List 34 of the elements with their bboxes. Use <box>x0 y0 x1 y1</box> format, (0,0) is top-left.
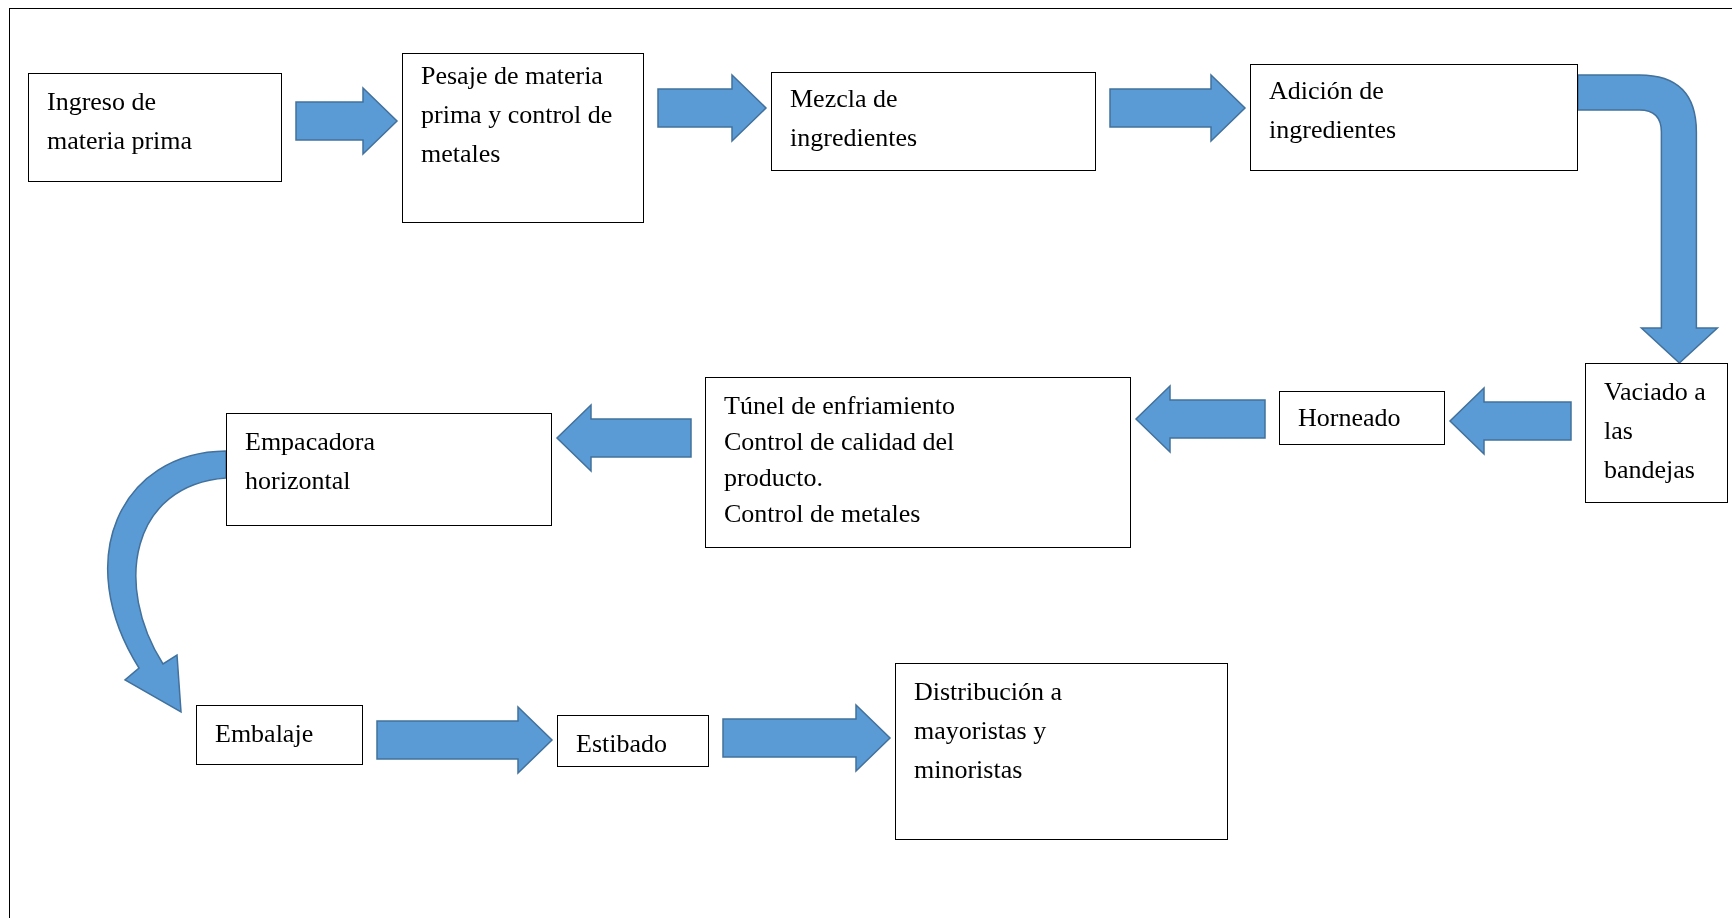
step-label: Pesaje de materia prima y control de metales <box>421 60 614 170</box>
block-arrow <box>1448 386 1572 456</box>
step-label: Vaciado a las bandejas <box>1604 376 1707 486</box>
process-box <box>1250 64 1578 171</box>
process-box <box>1279 391 1445 445</box>
step-label: Ingreso de materia prima <box>47 86 194 157</box>
process-box <box>226 413 552 526</box>
step-label: Embalaje <box>215 718 314 750</box>
process-box <box>1585 363 1728 503</box>
process-box <box>895 663 1228 840</box>
step-label: Mezcla de ingredientes <box>790 83 919 154</box>
process-box <box>771 72 1096 171</box>
step-label: Distribución a mayoristas y minoristas <box>914 676 1064 786</box>
block-arrow <box>657 73 768 143</box>
step-label: Control de metales <box>724 498 921 530</box>
block-arrow <box>1577 74 1719 364</box>
process-box <box>557 715 709 767</box>
step-label: Empacadora horizontal <box>245 426 376 497</box>
step-label: Adición de ingredientes <box>1269 75 1398 146</box>
block-arrow <box>107 450 227 713</box>
block-arrow <box>555 403 692 473</box>
block-arrow <box>1134 384 1266 454</box>
process-box <box>196 705 363 765</box>
block-arrow <box>1109 73 1247 143</box>
block-arrow <box>295 86 399 156</box>
step-label: Túnel de enfriamiento <box>724 390 956 422</box>
process-box <box>28 73 282 182</box>
block-arrow <box>376 705 554 775</box>
step-label: Horneado <box>1298 402 1401 434</box>
step-label: Estibado <box>576 728 667 760</box>
process-box <box>402 53 644 223</box>
process-box <box>705 377 1131 548</box>
block-arrow <box>722 703 892 773</box>
step-label: Control de calidad del producto. <box>724 426 956 494</box>
